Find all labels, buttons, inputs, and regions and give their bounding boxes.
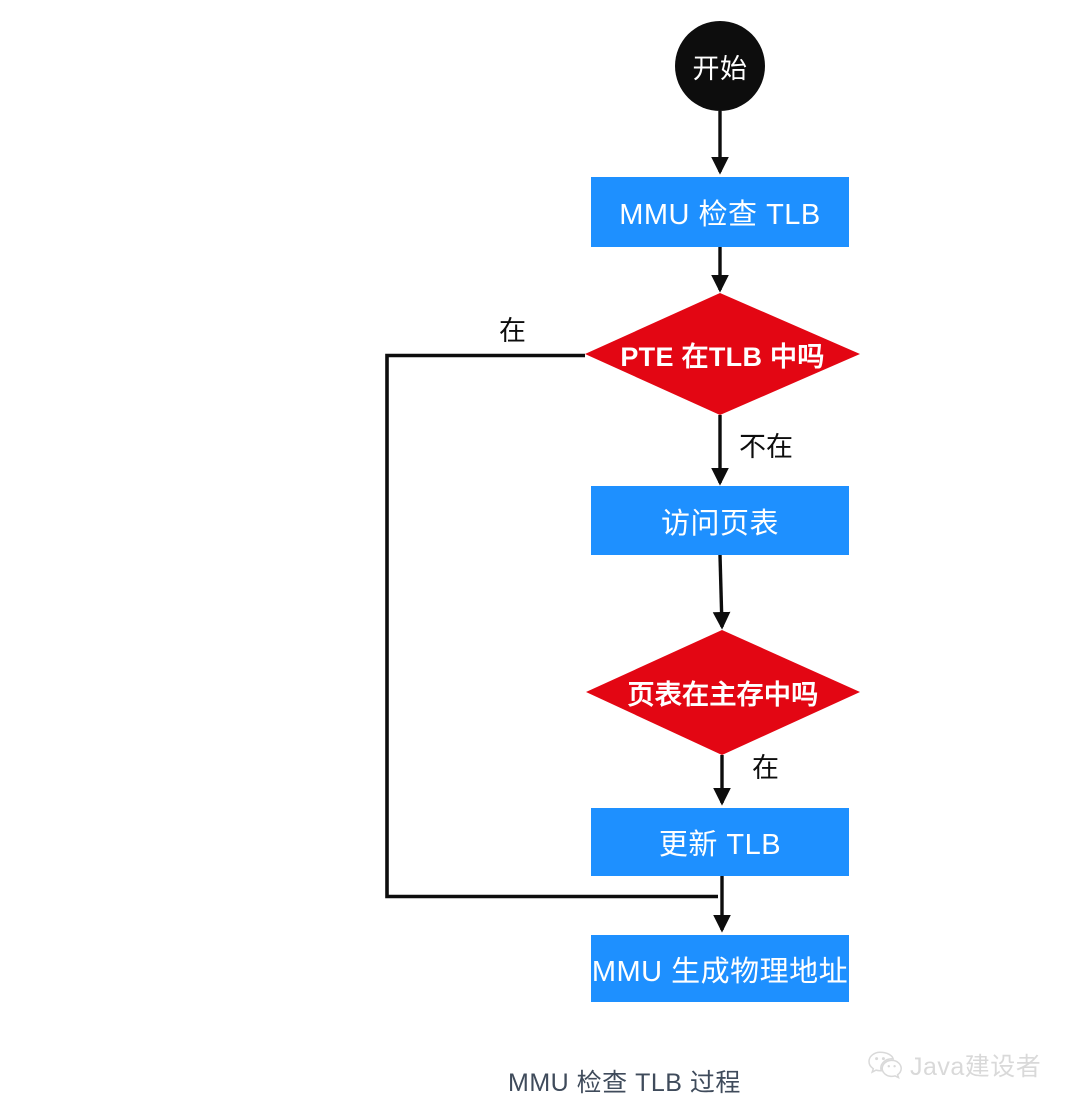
decision-shape-pte bbox=[585, 293, 860, 415]
wechat-icon bbox=[868, 1051, 902, 1079]
edge-pte-yes-loop bbox=[385, 353, 718, 899]
edge-visit-to-mem bbox=[712, 554, 731, 630]
node-mmu-generate-physical-address[interactable]: MMU 生成物理地址 bbox=[591, 935, 849, 1002]
node-access-page-table[interactable]: 访问页表 bbox=[591, 486, 849, 555]
edge-label-mem-yes: 在 bbox=[752, 753, 779, 783]
watermark: Java建设者 bbox=[868, 1047, 1041, 1083]
node-mmu-check-tlb[interactable]: MMU 检查 TLB bbox=[591, 177, 849, 247]
edge-label-pte-yes: 在 bbox=[499, 316, 526, 346]
node-update-tlb[interactable]: 更新 TLB bbox=[591, 808, 849, 876]
node-start[interactable]: 开始 bbox=[675, 21, 765, 111]
edge-label-pte-no: 不在 bbox=[739, 432, 793, 462]
diagram-caption: MMU 检查 TLB 过程 bbox=[508, 1069, 741, 1097]
watermark-label: Java建设者 bbox=[910, 1053, 1042, 1081]
decision-shape-mem bbox=[586, 630, 860, 755]
